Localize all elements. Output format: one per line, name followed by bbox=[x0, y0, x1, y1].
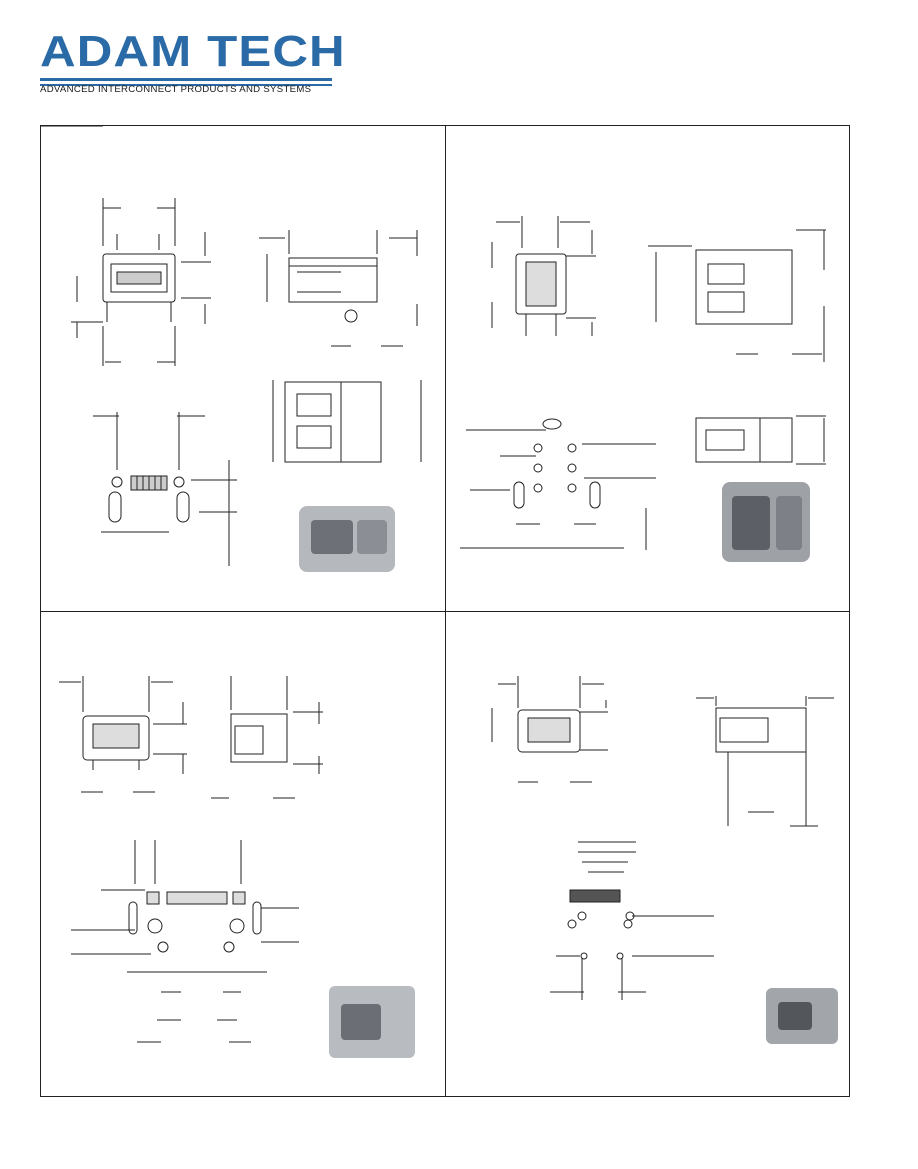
drawing-bottom-right bbox=[491, 676, 838, 1044]
front-view-socket bbox=[110, 263, 168, 293]
drawing-bottom-left bbox=[59, 676, 415, 1058]
side-view-body bbox=[288, 257, 378, 303]
front-view-shell bbox=[517, 709, 581, 753]
front-view-shell bbox=[82, 715, 150, 761]
company-logo: ADAM TECH bbox=[40, 28, 345, 92]
photo-bottom-left bbox=[329, 986, 415, 1058]
logo-underline-1 bbox=[40, 78, 332, 81]
panel-top-left bbox=[41, 126, 445, 611]
drawing-top-right bbox=[460, 216, 826, 562]
side-view-body bbox=[230, 713, 288, 763]
panel-bottom-left bbox=[41, 612, 445, 1097]
top-view-body bbox=[695, 417, 793, 463]
panel-bottom-right bbox=[446, 612, 850, 1097]
drawing-sheet bbox=[40, 125, 850, 1097]
side-view-body bbox=[695, 249, 793, 325]
top-view-body bbox=[284, 381, 382, 463]
front-view-shell bbox=[102, 253, 176, 303]
photo-top-left bbox=[299, 506, 395, 572]
drawing-top-left bbox=[41, 126, 422, 572]
photo-bottom-right bbox=[766, 988, 838, 1044]
logo-tagline: ADVANCED INTERCONNECT PRODUCTS AND SYSTE… bbox=[40, 84, 312, 95]
logo-underline-2 bbox=[40, 84, 332, 86]
front-view-shell bbox=[515, 253, 567, 315]
panel-top-right bbox=[446, 126, 850, 611]
photo-top-right bbox=[722, 482, 810, 562]
side-view-body bbox=[715, 707, 807, 753]
logo-wordmark: ADAM TECH bbox=[40, 27, 346, 76]
horizontal-divider bbox=[41, 611, 849, 612]
